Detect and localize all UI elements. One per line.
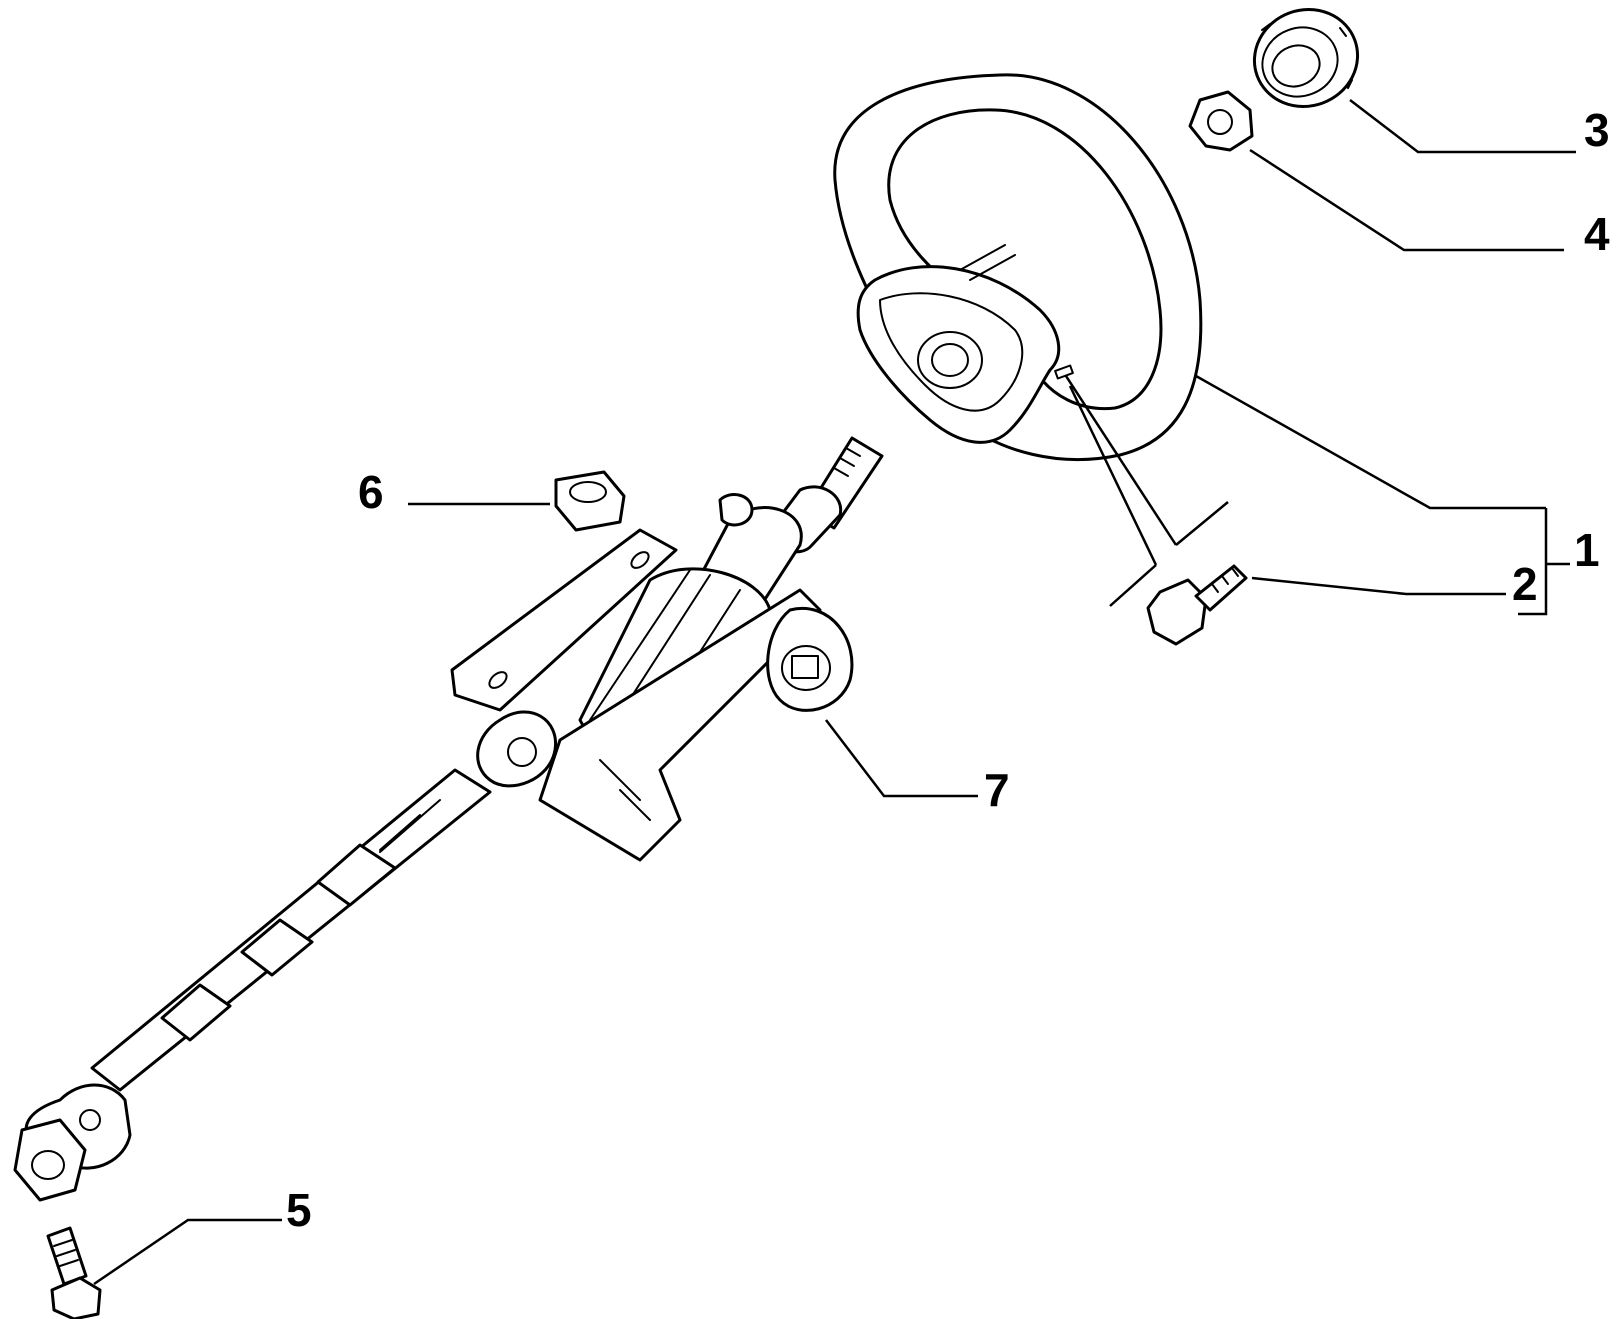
- steering-column-assembly-part: [450, 436, 884, 862]
- bracket-1-2: [1518, 508, 1570, 616]
- leader-lines: [93, 99, 1576, 1286]
- steering-wheel-bolt-part: [1146, 564, 1248, 646]
- leader-2: [1251, 576, 1506, 596]
- leader-7: [825, 719, 978, 798]
- mounting-indicator-lines: [1064, 375, 1229, 607]
- callout-1: 1: [1574, 524, 1600, 576]
- callout-4: 4: [1584, 208, 1610, 260]
- steering-wheel-nut-part: [1188, 90, 1254, 152]
- intermediate-shaft-part: [13, 768, 492, 1202]
- callout-labels: 3 4 1 2 6 7 5: [286, 104, 1610, 1236]
- callout-6: 6: [358, 466, 384, 518]
- leader-3: [1349, 99, 1576, 154]
- callout-3: 3: [1584, 104, 1610, 156]
- joint-bolt-part: [46, 1226, 102, 1319]
- steering-wheel-part: [833, 73, 1203, 461]
- column-nut-part: [554, 470, 626, 532]
- callout-7: 7: [984, 764, 1010, 816]
- callout-5: 5: [286, 1184, 312, 1236]
- callout-2: 2: [1512, 558, 1538, 610]
- leader-4: [1249, 148, 1564, 252]
- horn-cap-part: [1252, 8, 1360, 108]
- leader-1: [1195, 374, 1546, 510]
- ignition-lock-part: [766, 607, 854, 712]
- leader-5: [93, 1218, 282, 1286]
